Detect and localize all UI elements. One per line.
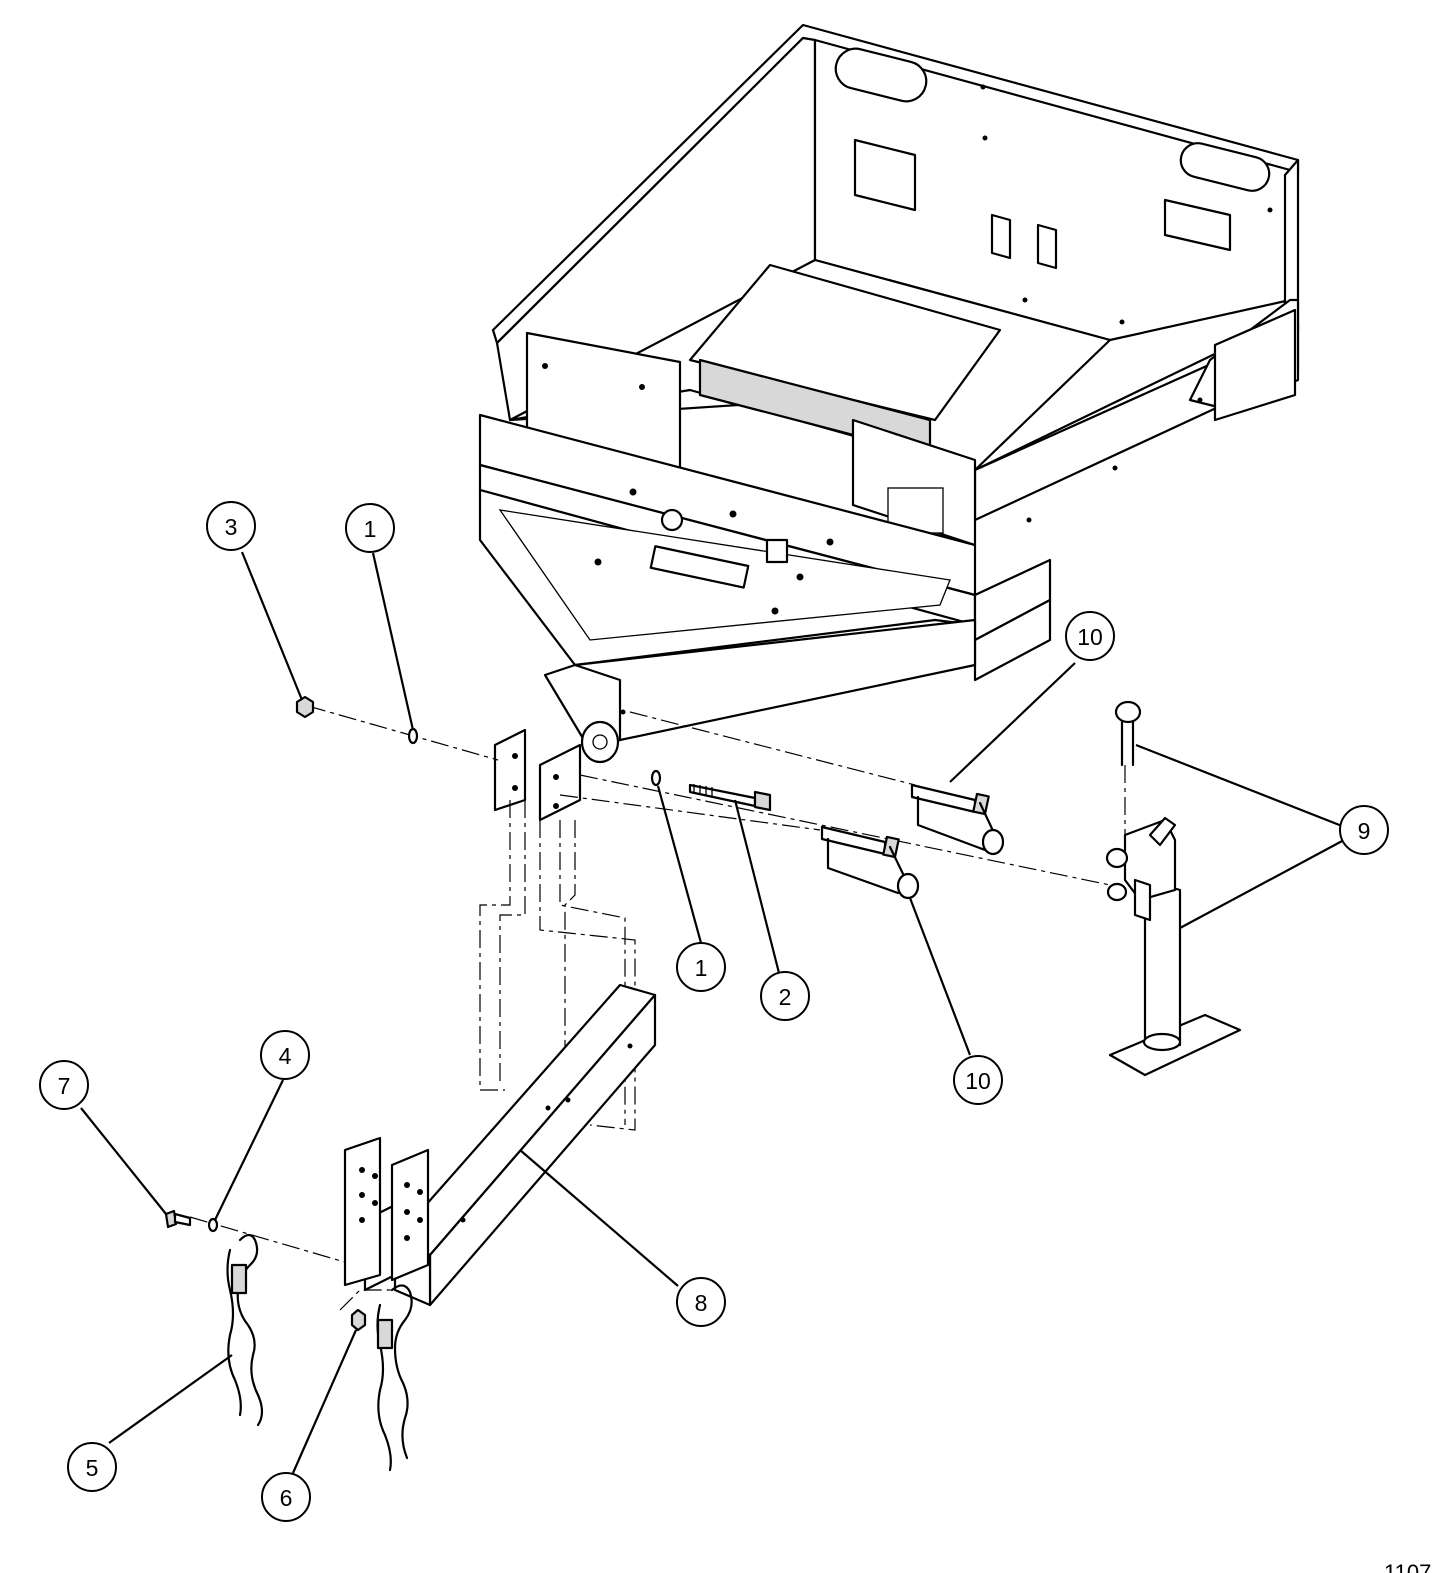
callout-label: 4 [279, 1043, 292, 1069]
callout-label: 7 [58, 1073, 71, 1099]
part-3-nut [295, 695, 315, 719]
part-4-washer [207, 1217, 219, 1233]
callout-5: 5 [67, 1442, 117, 1492]
hardware [164, 695, 1242, 1472]
callout-1-upper: 1 [345, 503, 395, 553]
part-10-pin-upper [910, 783, 1005, 856]
part-9-jack [1105, 700, 1242, 1077]
callout-8: 8 [676, 1277, 726, 1327]
callout-label: 6 [280, 1485, 293, 1511]
callout-10-upper: 10 [1065, 611, 1115, 661]
callout-label: 10 [965, 1068, 991, 1094]
callout-label: 8 [695, 1290, 708, 1316]
part-1-washer-lower [650, 769, 662, 787]
callout-7: 7 [39, 1060, 89, 1110]
part-8-tongue [343, 983, 657, 1307]
callout-label: 5 [86, 1455, 99, 1481]
callout-10-lower: 10 [953, 1055, 1003, 1105]
callout-6: 6 [261, 1472, 311, 1522]
callout-label: 2 [779, 984, 792, 1010]
callout-label: 1 [695, 955, 708, 981]
callout-2: 2 [760, 971, 810, 1021]
assembly-centerlines [189, 705, 1126, 1311]
part-2-bolt [688, 783, 772, 812]
part-7-bolt [164, 1209, 192, 1229]
part-10-pin-lower [820, 825, 920, 900]
callout-9: 9 [1339, 805, 1389, 855]
part-1-washer-upper [407, 727, 419, 745]
callout-label: 9 [1358, 818, 1371, 844]
callout-label: 10 [1077, 624, 1103, 650]
drawing-reference-number: 1107 [1384, 1560, 1431, 1573]
part-6-nut [350, 1308, 367, 1332]
callout-label: 3 [225, 514, 238, 540]
callout-4: 4 [260, 1030, 310, 1080]
callout-3: 3 [206, 501, 256, 551]
part-5-chains [226, 1233, 413, 1472]
callout-1-lower: 1 [676, 942, 726, 992]
callout-leaders [80, 551, 1345, 1474]
callout-label: 1 [364, 516, 377, 542]
hopper-body [478, 23, 1300, 822]
